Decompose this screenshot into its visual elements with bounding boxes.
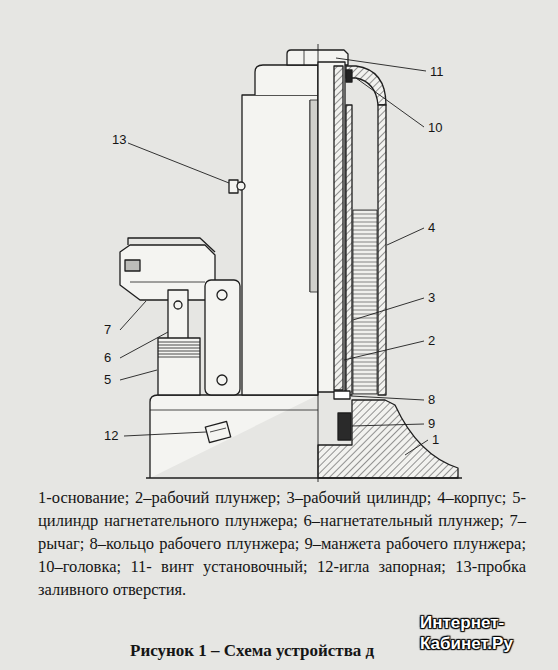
pump-cylinder xyxy=(158,351,200,352)
pump-plunger xyxy=(174,301,182,309)
link-plate xyxy=(205,280,240,395)
callout-number: 8 xyxy=(428,392,435,407)
plunger-ring xyxy=(334,391,350,399)
base xyxy=(146,395,462,478)
jack-drawing xyxy=(120,44,462,482)
leader-lines xyxy=(356,78,424,127)
callout-number: 7 xyxy=(104,322,111,337)
fluid xyxy=(353,210,377,394)
pump-cylinder xyxy=(158,348,200,349)
lever xyxy=(125,260,140,271)
leader-lines xyxy=(352,424,424,426)
pump-plunger xyxy=(168,290,188,340)
base xyxy=(150,410,318,411)
filler-plug xyxy=(229,180,245,193)
head-screw xyxy=(304,50,305,65)
link-plate xyxy=(217,375,227,385)
pump-cylinder xyxy=(158,338,200,395)
callout-number: 2 xyxy=(428,333,435,348)
callout-number: 11 xyxy=(430,64,444,79)
pump-cylinder xyxy=(158,338,200,395)
leader-lines xyxy=(344,341,424,360)
callout-number: 4 xyxy=(428,220,435,235)
fluid xyxy=(353,210,377,394)
callout-number: 12 xyxy=(104,428,118,443)
callout-number: 6 xyxy=(104,350,111,365)
figure-title: Рисунок 1 – Схема устройства д xyxy=(130,640,374,662)
release-needle xyxy=(205,421,230,442)
pump-cylinder xyxy=(158,357,200,358)
callout-number: 13 xyxy=(112,132,126,147)
release-needle xyxy=(210,428,226,432)
leader-lines xyxy=(336,58,426,71)
lever xyxy=(130,282,205,283)
link-plate xyxy=(217,290,227,300)
callout-number: 1 xyxy=(432,432,439,447)
working-plunger xyxy=(318,62,345,392)
leader-lines xyxy=(120,332,168,358)
leader-lines xyxy=(120,58,428,455)
working-cylinder xyxy=(346,105,352,395)
lever xyxy=(128,238,215,252)
leader-lines xyxy=(353,298,424,320)
base xyxy=(150,395,318,478)
leader-lines xyxy=(120,301,146,330)
body-exterior xyxy=(242,65,318,395)
working-plunger xyxy=(334,66,343,390)
filler-plug xyxy=(237,182,245,190)
leader-lines xyxy=(120,370,157,380)
plunger-cuff xyxy=(338,413,351,440)
release-needle xyxy=(205,421,230,442)
watermark: Интернет- Кабинет.Ру xyxy=(420,612,550,654)
parts-caption: 1-основание; 2–рабочий плунжер; 3–рабочи… xyxy=(38,486,526,601)
leader-lines xyxy=(387,228,424,245)
pump-cylinder xyxy=(158,342,200,357)
pump-cylinder xyxy=(158,345,200,346)
leader-lines xyxy=(351,396,424,400)
pump-cylinder xyxy=(158,342,200,343)
leader-lines xyxy=(405,440,428,455)
link-plate xyxy=(205,280,240,395)
body-exterior xyxy=(310,100,318,292)
base xyxy=(146,477,462,478)
callout-number: 3 xyxy=(428,290,435,305)
leader-lines xyxy=(124,432,206,436)
callout-number: 10 xyxy=(428,120,442,135)
head-section xyxy=(346,70,352,82)
body-exterior xyxy=(242,95,318,395)
leader-lines xyxy=(128,143,229,183)
working-plunger xyxy=(318,62,345,392)
working-cylinder xyxy=(346,105,352,395)
callout-number: 9 xyxy=(428,416,435,431)
base xyxy=(318,400,458,478)
pump-plunger xyxy=(168,290,188,340)
plunger-ring xyxy=(334,391,350,399)
callout-number: 5 xyxy=(104,372,111,387)
body-exterior xyxy=(255,65,318,95)
pump-cylinder xyxy=(158,354,200,355)
plunger-cuff xyxy=(338,413,351,440)
